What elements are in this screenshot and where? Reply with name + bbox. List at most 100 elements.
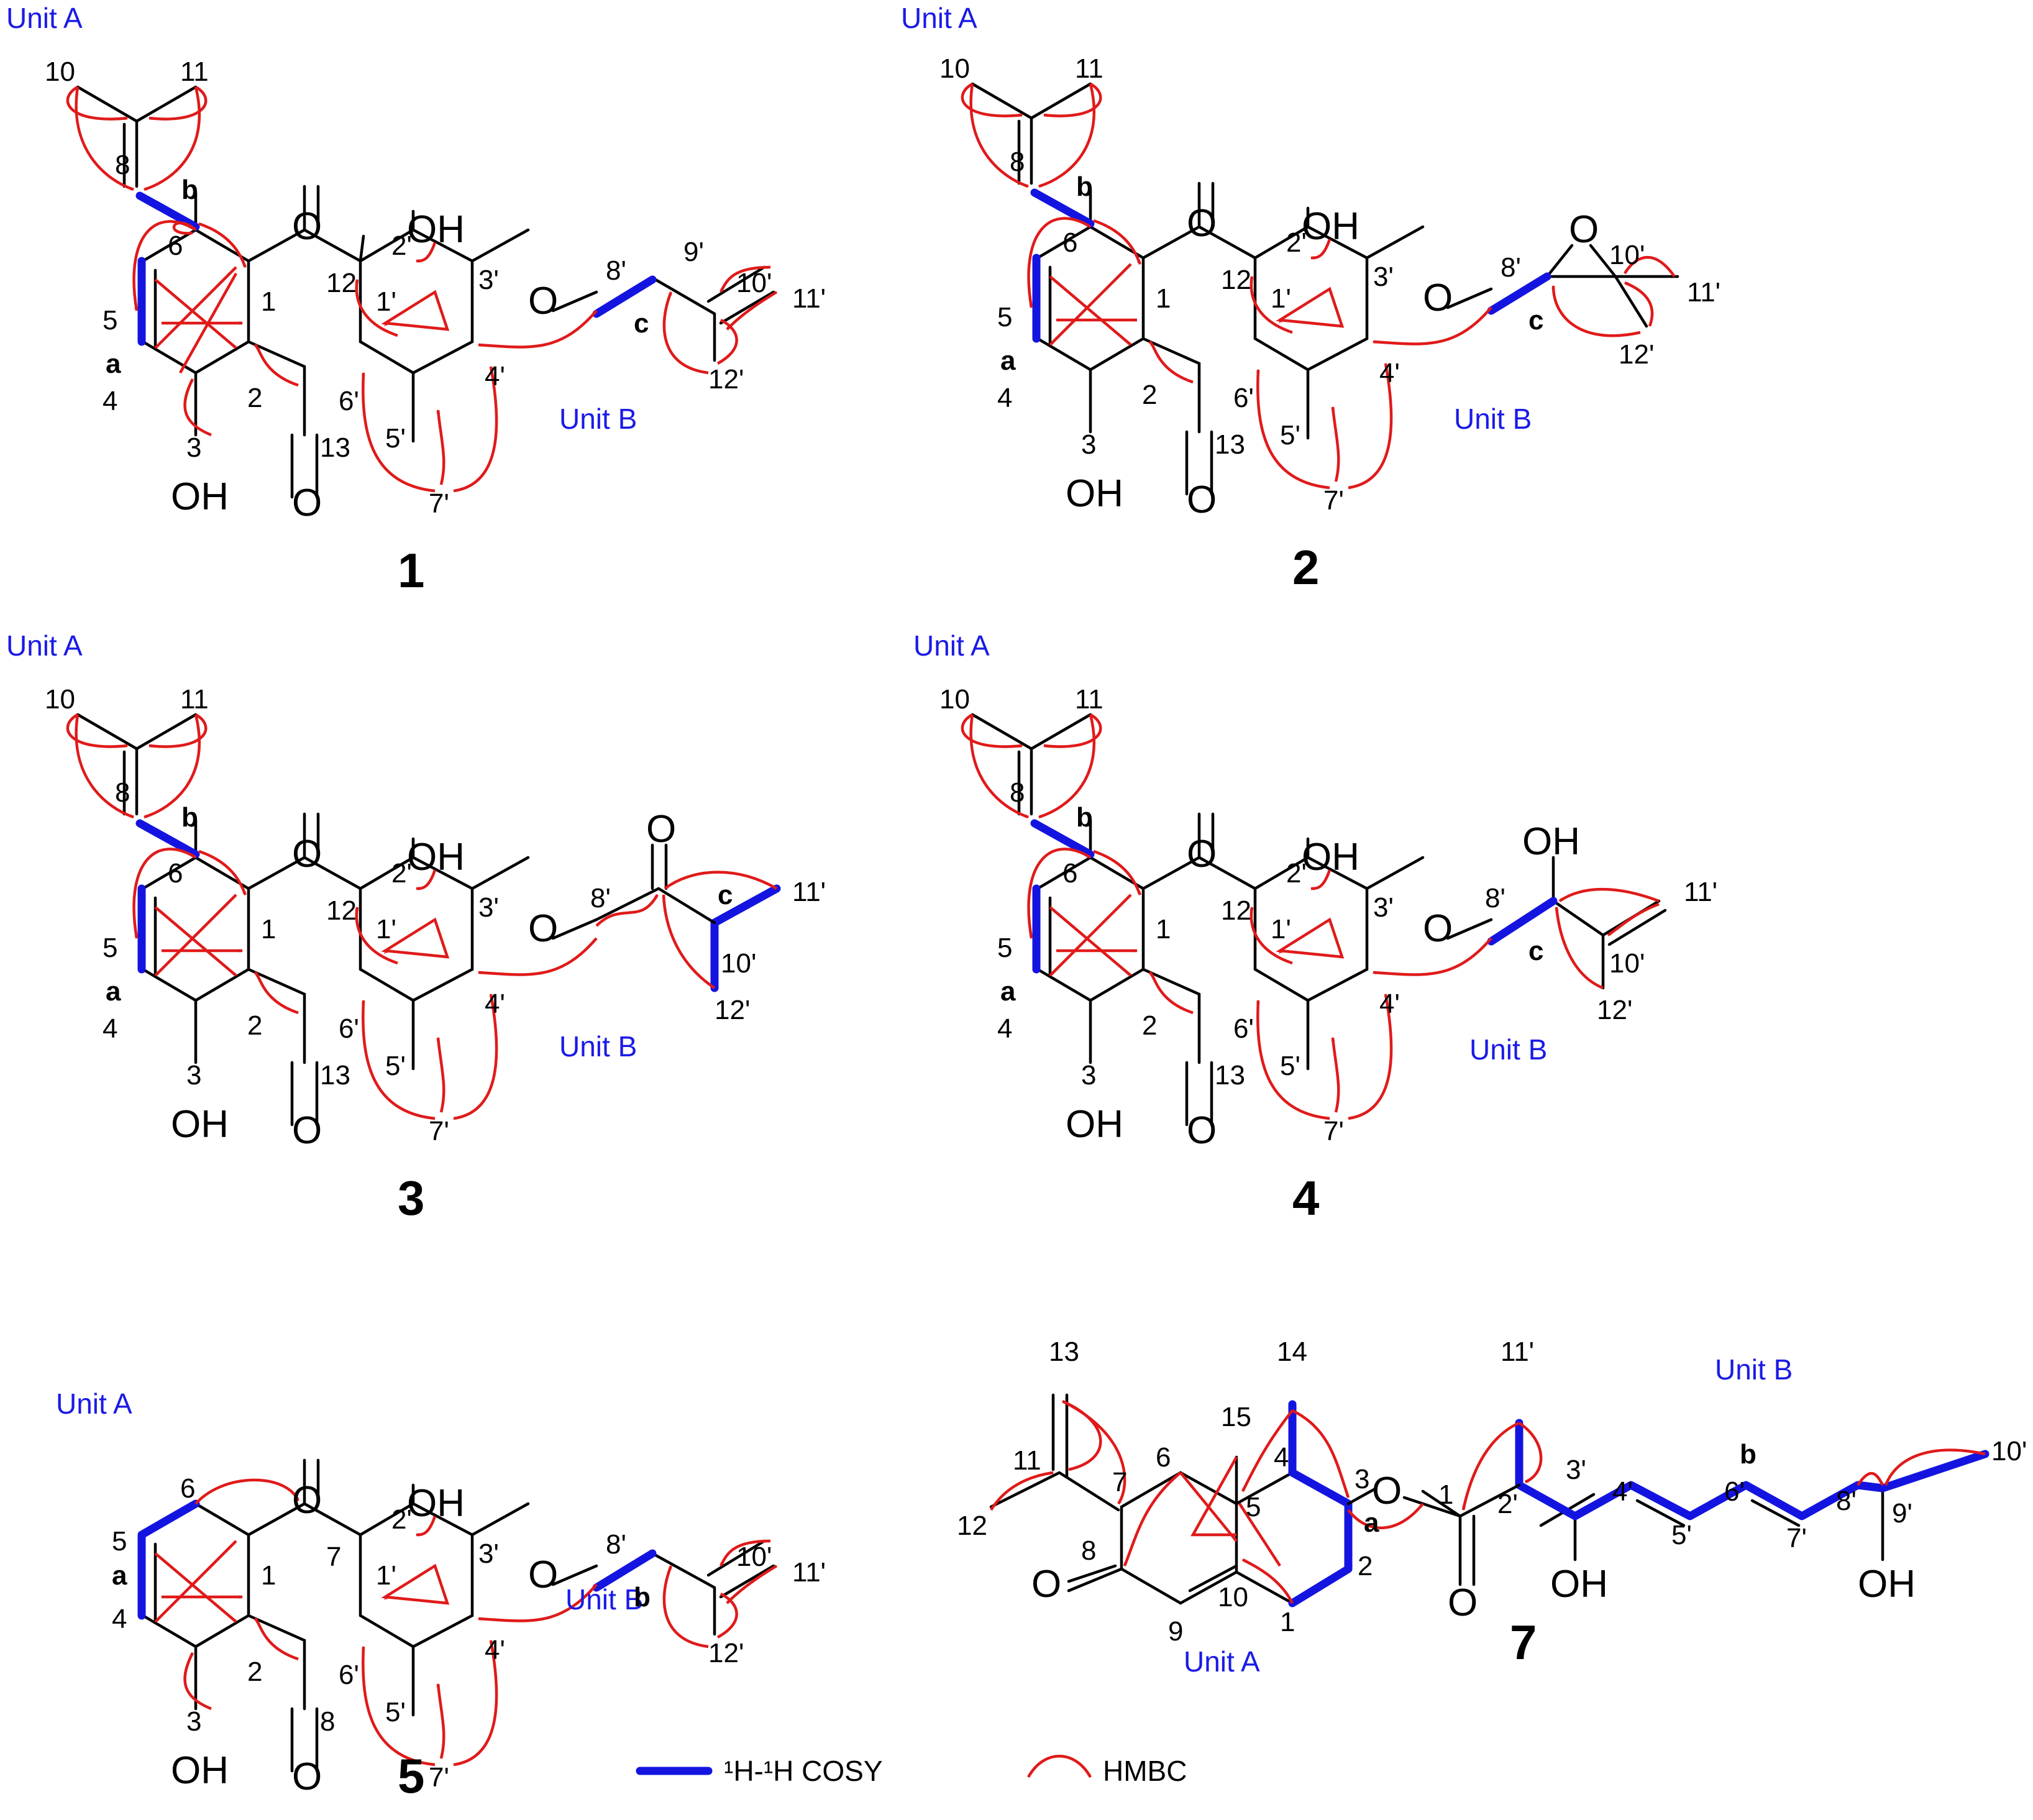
compound-3-atom-8p: 8' <box>590 883 611 913</box>
compound-3: Unit A Unit B 10 11 8 b 6 5 a 4 3 2 1 12… <box>6 629 826 1225</box>
compound-3-group-oh-3: OH <box>171 1103 229 1146</box>
compound-7-atom-7: 7 <box>1112 1467 1127 1498</box>
compound-4-cosy-label-a: a <box>1000 976 1016 1007</box>
compound-4-atom-5: 5 <box>997 933 1012 963</box>
compound-4-unit-b-label: Unit B <box>1469 1033 1547 1066</box>
compound-2: Unit A Unit B 10 11 8 b 6 5 a 4 3 2 1 12… <box>901 2 1720 595</box>
legend-cosy-label: ¹H-¹H COSY <box>724 1755 883 1787</box>
compound-5-atom-10p: 10' <box>736 1542 772 1572</box>
compound-2-unit-b-label: Unit B <box>1454 403 1532 435</box>
compound-5-cosy-a <box>137 1499 200 1620</box>
compound-2-cosy-label-b: b <box>1076 171 1093 202</box>
compound-3-atom-4p: 4' <box>485 989 505 1019</box>
compound-4-atom-12: 12 <box>1221 895 1251 926</box>
compound-4-atom-11p: 11' <box>1684 877 1717 907</box>
compound-1-atom-12p: 12' <box>708 364 744 395</box>
compound-1-bonds <box>76 85 775 499</box>
compound-5-atom-3p: 3' <box>478 1539 499 1569</box>
compound-7-atom-2p: 2' <box>1497 1489 1518 1519</box>
compound-1-atom-10: 10 <box>45 57 75 87</box>
compound-4-atom-8: 8 <box>1010 777 1025 808</box>
compound-7-unit-a-label: Unit A <box>1184 1645 1260 1678</box>
compound-4-atom-5p: 5' <box>1280 1051 1300 1081</box>
compound-3-number: 3 <box>398 1171 424 1225</box>
compound-1-atom-11: 11 <box>180 57 209 87</box>
compound-1-cosy-label-c: c <box>634 308 649 339</box>
compound-3-atom-10p: 10' <box>721 948 756 979</box>
compound-7-atom-5: 5 <box>1246 1492 1261 1522</box>
compound-5-atom-12p: 12' <box>708 1638 744 1668</box>
compound-2-atom-5p: 5' <box>1280 420 1300 450</box>
compound-7-atom-10: 10 <box>1218 1582 1248 1612</box>
compound-4-group-o-ketone: O <box>1187 833 1217 876</box>
compound-1-atom-4p: 4' <box>485 361 505 391</box>
compound-7-atom-3: 3 <box>1355 1464 1369 1494</box>
compound-3-cosy-b <box>135 819 200 859</box>
compound-1-atom-4: 4 <box>103 386 117 416</box>
compound-5-atom-1p: 1' <box>376 1560 396 1591</box>
compound-4-atom-2: 2 <box>1142 1010 1157 1041</box>
compound-2-atom-4: 4 <box>997 383 1012 413</box>
compound-1-atom-1: 1 <box>261 286 276 317</box>
compound-5-unit-b-label: Unit B <box>565 1583 643 1616</box>
compound-7-group-o-enone: O <box>1031 1563 1061 1606</box>
compound-7-group-oh-9p: OH <box>1858 1563 1916 1606</box>
compound-1-cosy-label-a: a <box>106 349 121 379</box>
compound-3-atom-6p: 6' <box>339 1013 359 1044</box>
compound-4-number: 4 <box>1292 1171 1319 1225</box>
compound-1: Unit A Unit B 10 11 8 b 6 5 a 4 3 2 1 12… <box>6 2 826 598</box>
compound-4-atom-10p: 10' <box>1609 948 1645 979</box>
compound-4-group-o-aldehyde: O <box>1187 1109 1217 1152</box>
compound-4-atom-3p: 3' <box>1373 892 1394 923</box>
compound-7-atom-6p: 6' <box>1724 1476 1745 1507</box>
compound-7-atom-4p: 4' <box>1612 1476 1633 1507</box>
compound-3-atom-6: 6 <box>168 858 183 889</box>
compound-1-atom-5p: 5' <box>385 423 406 454</box>
compound-3-atom-5p: 5' <box>385 1051 406 1081</box>
compound-7-atom-6: 6 <box>1156 1442 1171 1473</box>
compound-1-atom-2: 2 <box>247 383 262 413</box>
compound-7: 13 11 12 7 8 9 10 6 5 15 4 14 3 a 2 1 1 … <box>957 1337 2027 1678</box>
compound-5-atom-8p: 8' <box>606 1529 626 1560</box>
compound-4-atom-7p: 7' <box>1323 1116 1344 1146</box>
compound-7-atom-11: 11 <box>1013 1445 1041 1476</box>
compound-5-atom-6p: 6' <box>339 1660 359 1690</box>
compound-1-group-o-ketone: O <box>292 205 322 248</box>
compound-5-group-oh-2p: OH <box>407 1482 465 1525</box>
compound-2-atom-13: 13 <box>1215 429 1245 460</box>
compound-5-group-oh-3: OH <box>171 1749 229 1792</box>
compound-2-atom-4p: 4' <box>1379 358 1400 388</box>
compound-2-cosy-label-c: c <box>1528 305 1543 336</box>
compound-4-cosy-b <box>1030 819 1095 859</box>
compound-7-number: 7 <box>1510 1615 1537 1670</box>
compound-5-atom-4p: 4' <box>485 1635 505 1665</box>
compound-3-cosy-c <box>710 884 781 992</box>
compound-2-atom-3: 3 <box>1081 429 1096 460</box>
compound-1-group-o-aldehyde: O <box>292 482 322 524</box>
compound-1-atom-7p: 7' <box>429 488 449 519</box>
compound-4-cosy-label-b: b <box>1076 802 1093 833</box>
compound-3-unit-a-label: Unit A <box>6 629 83 662</box>
compound-2-atom-6p: 6' <box>1233 383 1254 413</box>
compound-4-atom-12p: 12' <box>1597 995 1632 1025</box>
compound-3-group-oh-2p: OH <box>407 836 465 879</box>
compound-4-atom-10: 10 <box>939 684 970 715</box>
compound-5-atom-5: 5 <box>112 1526 127 1557</box>
compound-4-atom-4p: 4' <box>1379 989 1400 1019</box>
compound-7-atom-8p: 8' <box>1836 1486 1857 1516</box>
compound-7-cosy-label-b: b <box>1740 1439 1757 1470</box>
compound-7-atom-7p: 7' <box>1786 1523 1807 1553</box>
compound-1-atom-3p: 3' <box>478 265 499 295</box>
compound-5-cosy-label-b: b <box>634 1582 651 1612</box>
compound-5-atom-2p: 2' <box>391 1504 412 1535</box>
compound-2-atom-5: 5 <box>997 302 1012 332</box>
compound-7-atom-3p: 3' <box>1566 1455 1586 1485</box>
compound-5-group-o-ether: O <box>528 1553 558 1596</box>
compound-3-cosy-label-b: b <box>181 802 198 833</box>
compound-1-group-o-ether: O <box>528 280 558 322</box>
compound-2-group-o-aldehyde: O <box>1187 478 1217 521</box>
compound-2-atom-1p: 1' <box>1271 283 1291 314</box>
compound-7-atom-12: 12 <box>957 1511 987 1541</box>
compound-4-atom-3: 3 <box>1081 1060 1096 1091</box>
compound-7-atom-ester-1: 1 <box>1438 1479 1453 1510</box>
